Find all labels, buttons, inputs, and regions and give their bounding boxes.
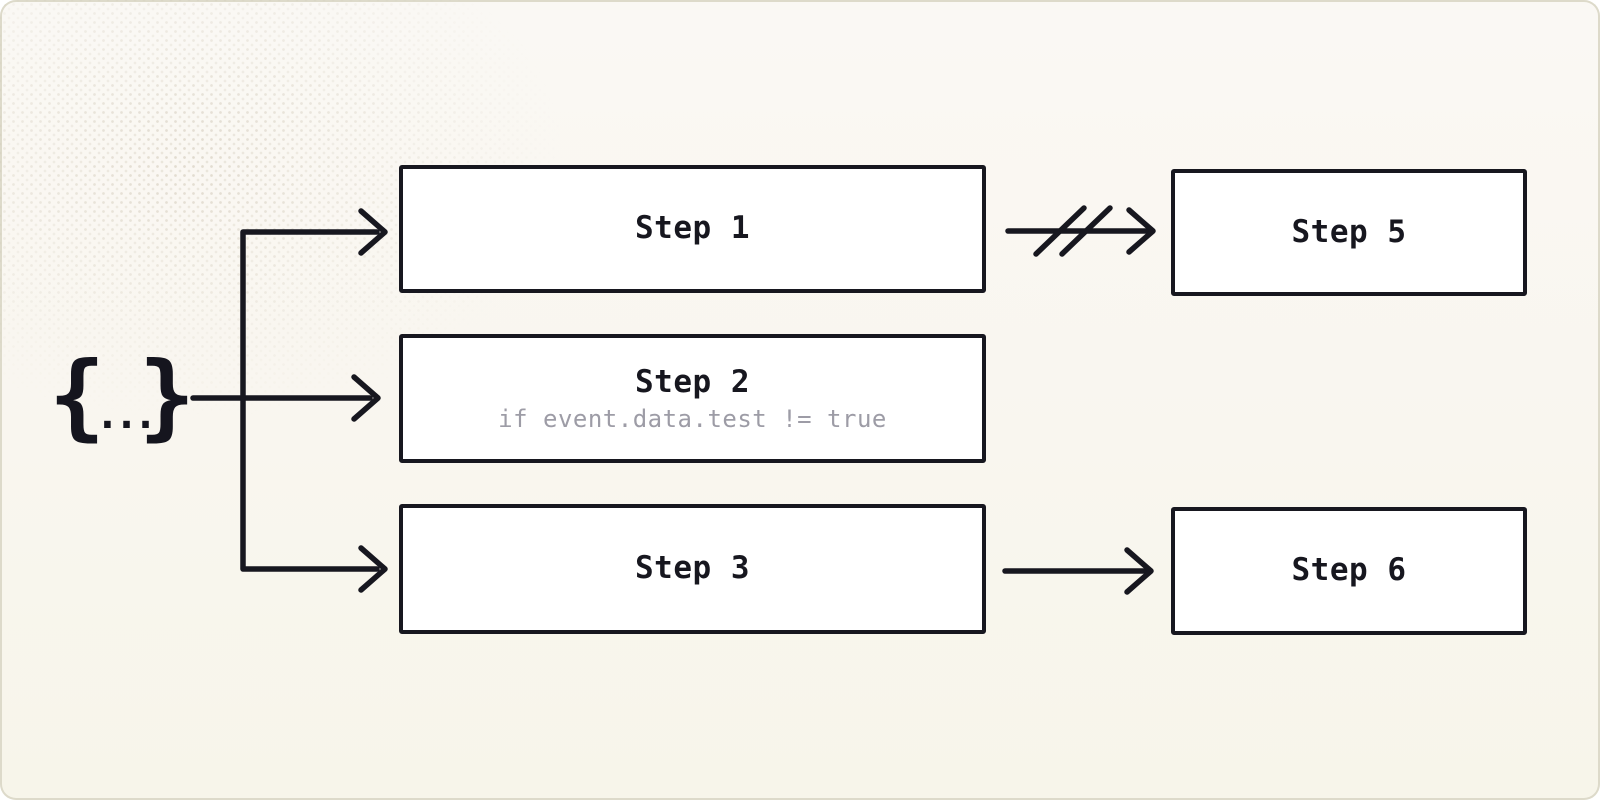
arrow-source-to-step3-head-icon bbox=[358, 545, 388, 593]
step-label: Step 5 bbox=[1291, 213, 1407, 250]
arrow-source-to-step1-head-icon bbox=[358, 208, 388, 256]
step-label: Step 6 bbox=[1291, 552, 1407, 589]
step-2-node: Step 2 if event.data.test != true bbox=[399, 334, 986, 463]
step-label: Step 1 bbox=[635, 210, 750, 247]
cancel-slash-icon bbox=[1033, 205, 1087, 257]
event-payload-symbol: { ... } bbox=[48, 348, 196, 452]
step-2-condition: if event.data.test != true bbox=[498, 404, 887, 433]
arrow-step3-to-step6-head-icon bbox=[1124, 547, 1154, 595]
fanout-trunk bbox=[240, 229, 380, 572]
step-5-node: Step 5 bbox=[1171, 169, 1527, 296]
close-brace: } bbox=[138, 342, 196, 451]
step-label: Step 3 bbox=[635, 550, 750, 587]
step-6-node: Step 6 bbox=[1171, 507, 1527, 635]
step-3-node: Step 3 bbox=[399, 504, 986, 634]
arrow-source-to-step2-head-icon bbox=[351, 374, 381, 422]
cancel-slash-icon bbox=[1059, 205, 1113, 257]
ellipsis-dots: ... bbox=[95, 392, 157, 438]
step-1-node: Step 1 bbox=[399, 165, 986, 293]
cancelled-arrow-step1-to-step5-head-icon bbox=[1126, 207, 1156, 255]
open-brace: { bbox=[48, 342, 106, 451]
step-label: Step 2 bbox=[635, 363, 750, 400]
